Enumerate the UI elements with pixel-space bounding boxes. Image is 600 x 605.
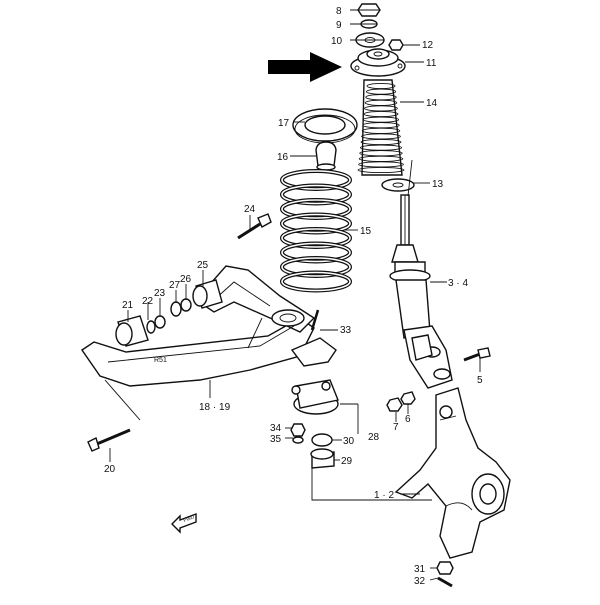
callout-12: 12: [422, 40, 434, 51]
part-17-spring-seat: [292, 108, 358, 144]
part-35-washer: [292, 436, 304, 444]
part-33-bracket: [290, 309, 337, 367]
callout-16: 16: [277, 152, 289, 163]
callout-25: 25: [197, 260, 209, 271]
callout-18-19: 18 · 19: [199, 402, 231, 413]
callout-26: 26: [180, 274, 192, 285]
part-7-nut: [386, 397, 403, 412]
callout-1-2: 1 · 2: [374, 490, 394, 501]
callout-22: 22: [142, 296, 154, 307]
callout-7: 7: [393, 422, 399, 433]
callout-29: 29: [341, 456, 353, 467]
part-20-bolt: [87, 428, 131, 452]
part-32-bolt: [437, 576, 453, 588]
part-5-bolt: [463, 347, 491, 362]
callout-9: 9: [336, 20, 342, 31]
callout-32: 32: [414, 576, 426, 587]
part-25-bushing: [192, 279, 223, 309]
part-6-nut: [400, 391, 416, 405]
callout-5: 5: [477, 375, 483, 386]
part-13-seat-washer: [381, 178, 415, 192]
callout-24: 24: [244, 204, 256, 215]
part-24-bolt: [237, 213, 272, 240]
callout-35: 35: [270, 434, 282, 445]
part-30-boot: [311, 433, 333, 447]
callout-15: 15: [360, 226, 372, 237]
callout-27: 27: [169, 280, 181, 291]
part-29-boot: [310, 448, 335, 469]
pointer-arrow: [268, 52, 342, 82]
part-16-bump-stop: [315, 141, 337, 171]
front-direction-marker: FWD: [171, 512, 197, 534]
callout-11: 11: [426, 58, 437, 69]
part-27-washer: [170, 301, 182, 317]
part-3-4-strut-assembly: [389, 194, 453, 389]
part-11-strut-mount: [350, 48, 406, 77]
part-23-nut: [154, 315, 166, 329]
callout-34: 34: [270, 423, 282, 434]
callout-23: 23: [154, 288, 166, 299]
callout-10: 10: [331, 36, 343, 47]
callout-3-4: 3 · 4: [448, 278, 468, 289]
callout-17: 17: [278, 118, 290, 129]
callout-20: 20: [104, 464, 116, 475]
part-26-nut: [180, 298, 192, 312]
callout-31: 31: [414, 564, 426, 575]
callout-13: 13: [432, 179, 444, 190]
callout-28: 28: [368, 432, 380, 443]
front-marker-text: FWD: [183, 514, 196, 524]
callout-14: 14: [426, 98, 438, 109]
callout-33: 33: [340, 325, 352, 336]
callout-30: 30: [343, 436, 355, 447]
callout-6: 6: [405, 414, 411, 425]
part-15-coil-spring: [280, 169, 352, 293]
part-34-nut: [290, 423, 306, 437]
part-1-2-steering-knuckle: [394, 387, 511, 559]
callout-8: 8: [336, 6, 342, 17]
callout-21: 21: [122, 300, 134, 311]
part-31-nut: [436, 561, 454, 575]
part-12-nut: [388, 39, 404, 51]
part-18-19-control-arm: R51: [81, 265, 316, 387]
svg-text:R51: R51: [154, 357, 167, 364]
leader-lines: [104, 9, 481, 581]
part-22-washer: [146, 320, 156, 334]
part-21-bushing: [115, 315, 149, 347]
part-28-ball-joint: [291, 379, 339, 415]
callout-labels: 8 9 10 12 11 14 17 16 13 24 15 3 · 4 25 …: [104, 6, 483, 587]
part-14-dust-boot: [357, 79, 405, 176]
